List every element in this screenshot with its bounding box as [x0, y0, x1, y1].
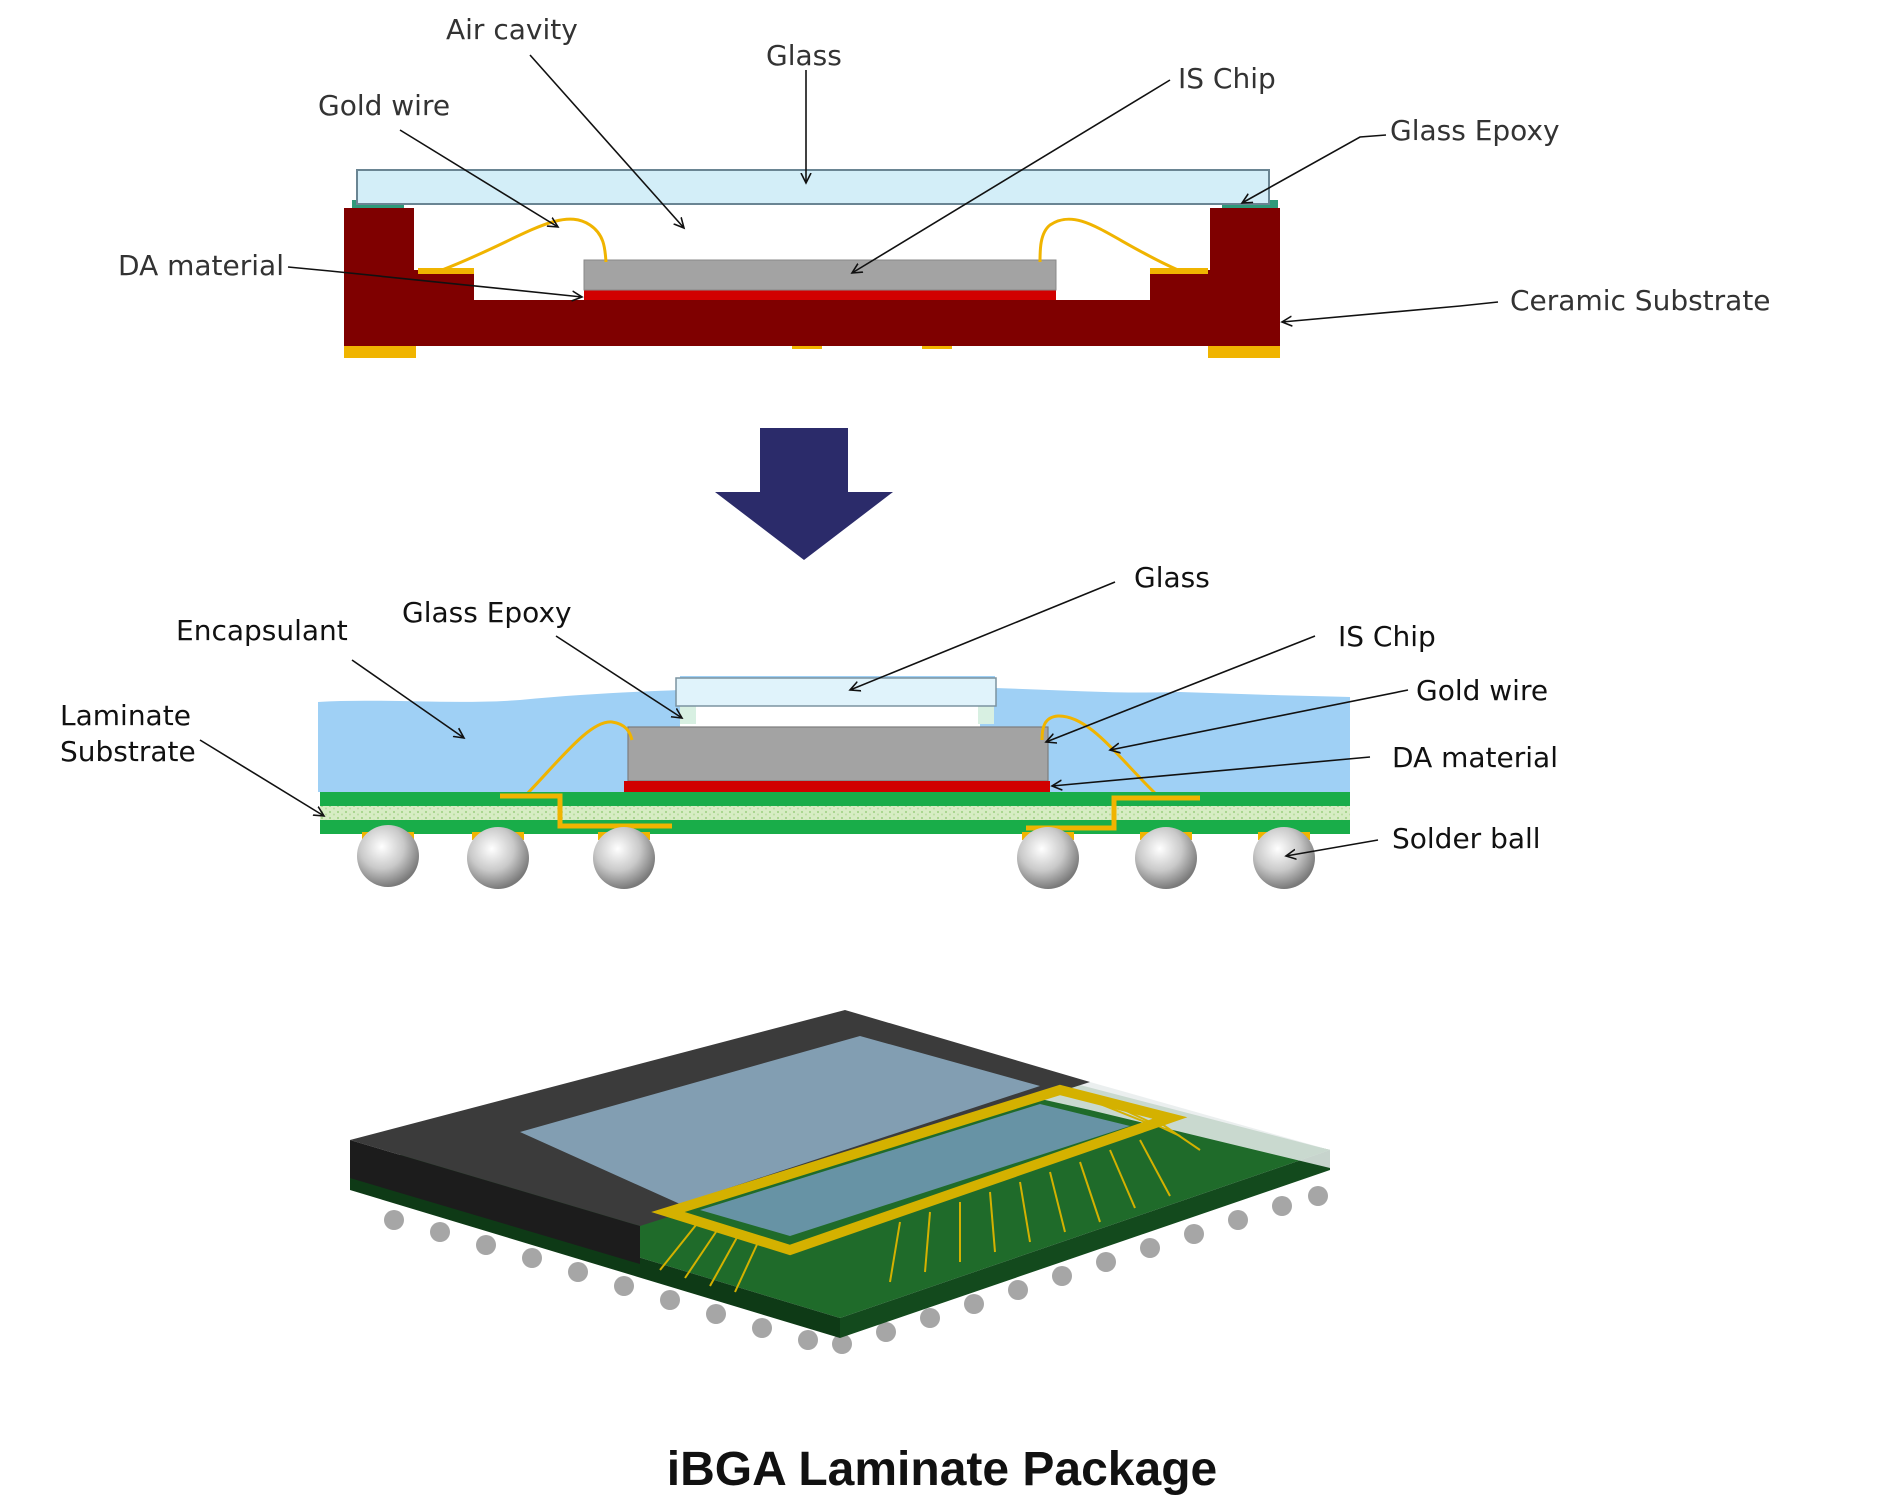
bga-bond-wires: [659, 1099, 1201, 1293]
label-gold-wire-mid: Gold wire: [1416, 674, 1548, 707]
ceramic-gold-wire-left: [441, 217, 608, 272]
ceramic-bottom-pad-right: [1208, 346, 1280, 358]
laminate-glass: [675, 677, 997, 707]
ceramic-package-cross-section: Air cavity Glass IS Chip Gold wire Glass…: [118, 13, 1771, 358]
bga-mold-front-left: [350, 1140, 640, 1264]
label-glass-top: Glass: [766, 39, 842, 72]
laminate-da-material: [624, 781, 1050, 793]
arrow-down-icon: [715, 428, 893, 560]
label-encapsulant: Encapsulant: [176, 614, 348, 647]
laminate-glass-epoxy-left: [680, 706, 696, 724]
label-glass-epoxy-mid: Glass Epoxy: [402, 596, 572, 629]
label-is-chip-mid: IS Chip: [1338, 620, 1436, 653]
label-glass-mid: Glass: [1134, 561, 1210, 594]
laminate-substrate-core: [320, 806, 1350, 820]
label-laminate-substrate-line2: Substrate: [60, 735, 196, 768]
label-da-material-top: DA material: [118, 249, 284, 282]
ceramic-da-material: [584, 290, 1056, 300]
ceramic-bond-pad-right: [1150, 268, 1208, 274]
ceramic-bond-pad-left: [418, 268, 474, 274]
bga-ball-array: [384, 1186, 1328, 1354]
laminate-trace-left: [500, 793, 672, 829]
label-air-cavity: Air cavity: [446, 13, 578, 46]
leader-is-chip-top: [852, 79, 1171, 273]
ceramic-glass-lid: [356, 169, 1270, 205]
laminate-trace-right: [1026, 795, 1200, 831]
leader-ceramic-substrate: [1282, 301, 1499, 322]
ceramic-substrate: [344, 208, 1280, 346]
label-da-material-mid: DA material: [1392, 741, 1558, 774]
leader-air-cavity: [529, 54, 684, 228]
leader-da-material-top: [287, 266, 582, 297]
laminate-air-cavity: [680, 706, 980, 728]
leader-glass-epoxy-top: [1242, 134, 1387, 203]
leader-gold-wire-top: [399, 129, 558, 227]
label-gold-wire-top: Gold wire: [318, 89, 450, 122]
laminate-gold-wire-right: [1040, 714, 1160, 798]
label-glass-epoxy-top: Glass Epoxy: [1390, 114, 1560, 147]
ceramic-is-chip: [583, 259, 1057, 291]
laminate-package-cross-section: Glass Glass Epoxy Encapsulant IS Chip Go…: [60, 561, 1558, 889]
ceramic-gold-wire-right: [1038, 217, 1179, 272]
leader-gold-wire-mid: [1110, 689, 1409, 750]
solder-ball-5: [1135, 827, 1197, 889]
figure-caption: iBGA Laminate Package: [667, 1443, 1217, 1496]
label-solder-ball: Solder ball: [1392, 822, 1541, 855]
label-is-chip-top: IS Chip: [1178, 62, 1276, 95]
ceramic-bottom-pad-left: [344, 346, 416, 358]
laminate-glass-epoxy-right: [978, 706, 994, 724]
solder-ball-3: [593, 827, 655, 889]
label-laminate-substrate-line1: Laminate: [60, 699, 191, 732]
leader-encapsulant: [351, 659, 464, 738]
laminate-is-chip: [627, 726, 1049, 782]
bga-glass-window: [520, 1036, 1040, 1204]
solder-ball-2: [467, 827, 529, 889]
bga-substrate-side-right: [840, 1150, 1330, 1338]
ibga-3d-render: [350, 1010, 1330, 1354]
laminate-substrate-top-layer: [320, 792, 1350, 806]
leader-glass-mid: [850, 581, 1116, 690]
leader-glass-epoxy-mid: [555, 635, 682, 718]
leader-is-chip-mid: [1046, 635, 1316, 742]
leader-solder-ball: [1286, 839, 1379, 856]
ceramic-bottom-pad-mid1: [792, 346, 822, 349]
bga-chip-die: [700, 1104, 1130, 1236]
label-ceramic-substrate: Ceramic Substrate: [1510, 284, 1771, 317]
leader-laminate-substrate: [199, 739, 324, 816]
leader-da-material-mid: [1052, 756, 1371, 786]
solder-ball-1: [357, 825, 419, 887]
solder-ball-4: [1017, 827, 1079, 889]
laminate-substrate-bottom-layer: [320, 820, 1350, 834]
ceramic-bottom-pad-mid2: [922, 346, 952, 349]
bga-chip-frame: [651, 1084, 1188, 1256]
laminate-gold-wire-left: [523, 720, 634, 798]
solder-ball-6: [1253, 827, 1315, 889]
